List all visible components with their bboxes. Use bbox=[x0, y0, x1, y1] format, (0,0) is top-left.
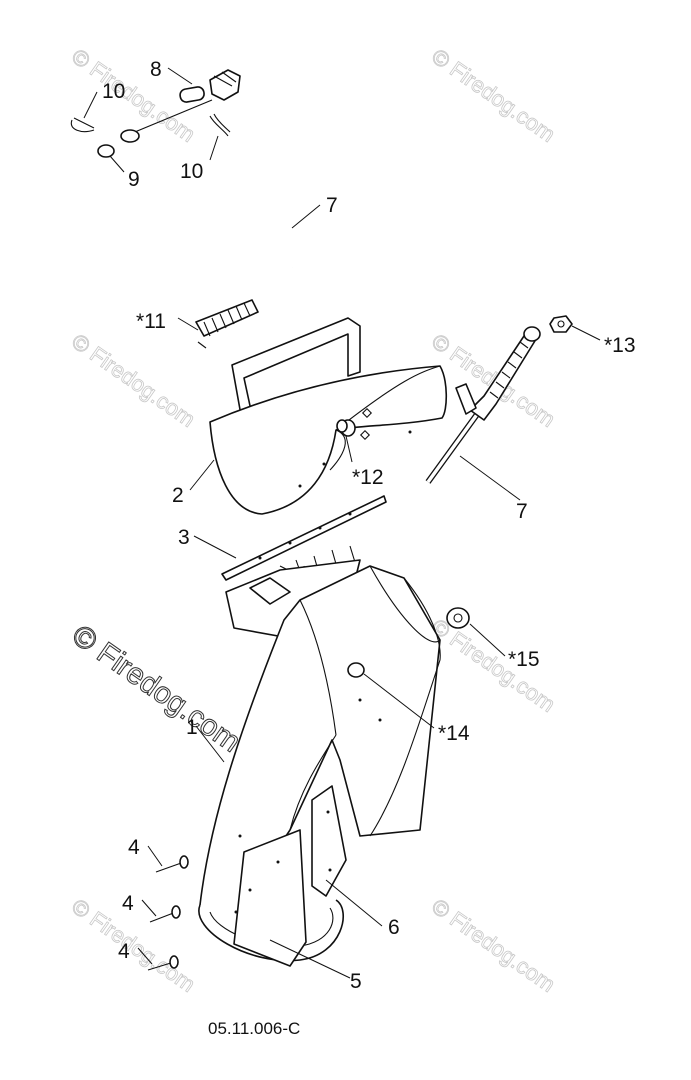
callout-14: *14 bbox=[438, 722, 470, 745]
callout-12: *12 bbox=[352, 466, 384, 489]
callout-11: *11 bbox=[136, 310, 166, 333]
part-11-spring bbox=[195, 299, 259, 349]
part-9 bbox=[97, 144, 115, 158]
diagram-code: 05.11.006-C bbox=[208, 1019, 300, 1038]
callout-10-right: 10 bbox=[180, 160, 203, 183]
callout-4-bottom: 4 bbox=[118, 940, 130, 963]
callout-1: 1 bbox=[186, 716, 198, 739]
callout-labels: 8 10 9 10 7 *11 *13 *12 2 7 3 *15 *14 1 … bbox=[102, 58, 636, 993]
callout-9: 9 bbox=[128, 168, 140, 191]
callout-15: *15 bbox=[508, 648, 540, 671]
watermark-mid-left: © Firedog.com bbox=[67, 329, 200, 432]
cable-assembly-right bbox=[425, 315, 573, 484]
cable-assembly-top bbox=[70, 69, 294, 269]
callout-5: 5 bbox=[350, 970, 362, 993]
part-2-deflector bbox=[209, 317, 448, 515]
watermark-center-left: © Firedog.com bbox=[66, 619, 246, 759]
part-1-chute bbox=[198, 559, 441, 967]
watermark-center-right: © Firedog.com bbox=[427, 614, 560, 717]
leader-lines bbox=[83, 67, 601, 979]
callout-7-top: 7 bbox=[326, 194, 338, 217]
part-15-nut bbox=[446, 607, 470, 629]
part-13-nut bbox=[549, 315, 573, 333]
callout-13: *13 bbox=[604, 334, 636, 357]
callout-7-right: 7 bbox=[516, 500, 528, 523]
callout-3: 3 bbox=[178, 526, 190, 549]
watermark-bottom-right: © Firedog.com bbox=[427, 894, 560, 997]
part-8-grip bbox=[179, 86, 205, 103]
callout-8: 8 bbox=[150, 58, 162, 81]
callout-2: 2 bbox=[172, 484, 184, 507]
callout-4-middle: 4 bbox=[122, 892, 134, 915]
callout-6: 6 bbox=[388, 916, 400, 939]
watermark-top-right: © Firedog.com bbox=[427, 44, 560, 147]
callout-10-left: 10 bbox=[102, 80, 125, 103]
callout-4-top: 4 bbox=[128, 836, 140, 859]
part-4-bolts bbox=[147, 855, 189, 971]
part-3-strip bbox=[221, 495, 387, 581]
